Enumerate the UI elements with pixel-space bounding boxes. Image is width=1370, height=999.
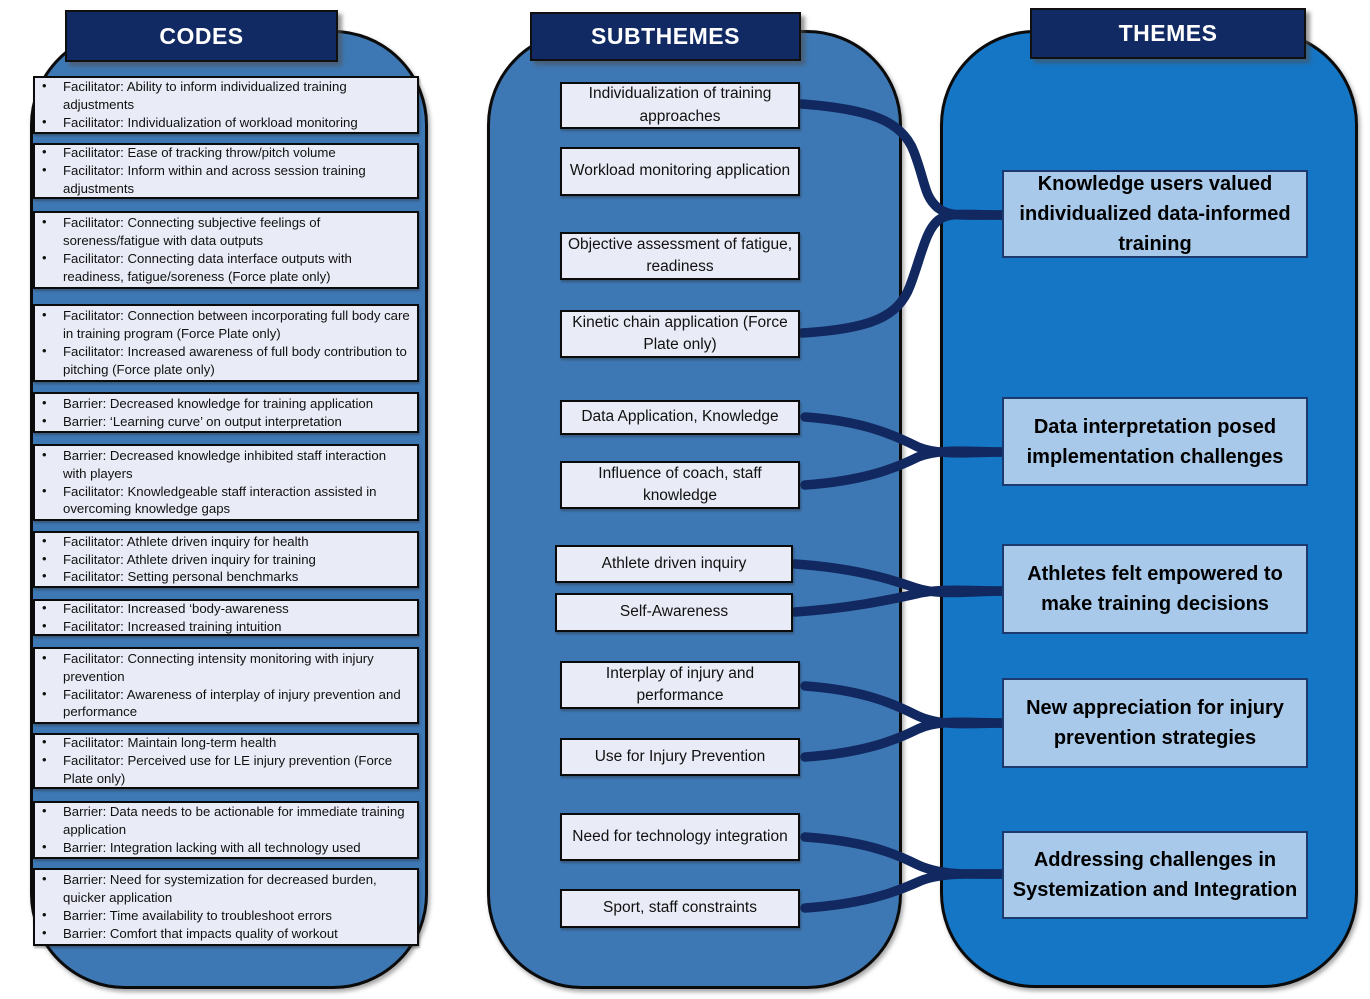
theme-systemization-integration: Addressing challenges in Systemization a… <box>1002 831 1308 919</box>
subtheme-interplay-injury-performance: Interplay of injury and performance <box>560 661 800 709</box>
code-item: Barrier: Comfort that impacts quality of… <box>37 924 413 943</box>
subtheme-label: Interplay of injury and performance <box>605 664 755 704</box>
subtheme-use-for-injury-prevention: Use for Injury Prevention <box>560 738 800 776</box>
code-item: Facilitator: Individualization of worklo… <box>37 113 413 132</box>
code-box-intensity-monitoring: Facilitator: Connecting intensity monito… <box>33 647 419 724</box>
code-item: Facilitator: Increased awareness of full… <box>37 342 413 379</box>
subtheme-self-awareness: Self-Awareness <box>555 593 793 632</box>
code-box-systemization: Barrier: Need for systemization for decr… <box>33 868 419 946</box>
code-item: Facilitator: Increased ‘body-awareness <box>37 599 413 618</box>
code-box-body-awareness: Facilitator: Increased ‘body-awareness F… <box>33 599 419 636</box>
code-item: Facilitator: Connection between incorpor… <box>37 306 413 343</box>
subtheme-label: Workload monitoring application <box>569 162 791 180</box>
codes-header-label: CODES <box>159 22 244 49</box>
code-box-decreased-knowledge: Barrier: Decreased knowledge for trainin… <box>33 392 419 433</box>
theme-knowledge-users: Knowledge users valued individualized da… <box>1002 170 1308 258</box>
subtheme-workload-monitoring: Workload monitoring application <box>560 147 800 196</box>
theme-label: Athletes felt empowered to make training… <box>1027 563 1283 615</box>
code-item: Barrier: Integration lacking with all te… <box>37 838 413 857</box>
subtheme-data-application: Data Application, Knowledge <box>560 400 800 435</box>
theme-label: Data interpretation posed implementation… <box>1026 415 1284 468</box>
code-item: Barrier: Time availability to troublesho… <box>37 906 413 925</box>
subtheme-influence-of-coach: Influence of coach, staff knowledge <box>560 461 800 509</box>
codes-header: CODES <box>65 10 338 62</box>
code-box-tracking-volume: Facilitator: Ease of tracking throw/pitc… <box>33 143 419 199</box>
code-box-long-term-health: Facilitator: Maintain long-term health F… <box>33 733 419 789</box>
code-item: Facilitator: Maintain long-term health <box>37 733 413 752</box>
theme-label: Addressing challenges in Systemization a… <box>1012 849 1298 901</box>
subtheme-sport-staff-constraints: Sport, staff constraints <box>560 889 800 928</box>
subtheme-label: Use for Injury Prevention <box>594 747 766 765</box>
subthemes-header-label: SUBTHEMES <box>591 23 740 49</box>
subtheme-individualization: Individualization of training approaches <box>560 82 800 129</box>
code-box-actionable-data: Barrier: Data needs to be actionable for… <box>33 801 419 859</box>
subtheme-athlete-driven-inquiry: Athlete driven inquiry <box>555 545 793 583</box>
code-item: Barrier: ‘Learning curve’ on output inte… <box>37 412 413 431</box>
themes-header: THEMES <box>1030 8 1306 59</box>
subtheme-technology-integration: Need for technology integration <box>560 813 800 861</box>
code-item: Barrier: Need for systemization for decr… <box>37 870 413 907</box>
code-item: Facilitator: Increased training intuitio… <box>37 617 413 636</box>
code-item: Barrier: Decreased knowledge for trainin… <box>37 394 413 413</box>
themes-header-label: THEMES <box>1118 20 1218 46</box>
subthemes-header: SUBTHEMES <box>530 12 801 61</box>
code-item: Facilitator: Ability to inform individua… <box>37 77 413 114</box>
code-item: Barrier: Decreased knowledge inhibited s… <box>37 446 413 483</box>
code-item: Facilitator: Setting personal benchmarks <box>37 567 413 586</box>
theme-data-interpretation: Data interpretation posed implementation… <box>1002 397 1308 486</box>
code-item: Facilitator: Awareness of interplay of i… <box>37 685 413 722</box>
subtheme-label: Sport, staff constraints <box>603 899 757 917</box>
subtheme-label: Influence of coach, staff knowledge <box>598 464 762 504</box>
code-item: Facilitator: Connecting intensity monito… <box>37 649 413 686</box>
code-item: Facilitator: Athlete driven inquiry for … <box>37 532 413 551</box>
subtheme-label: Objective assessment of fatigue, readine… <box>568 235 793 275</box>
code-box-staff-interaction: Barrier: Decreased knowledge inhibited s… <box>33 444 419 521</box>
code-box-subjective-feelings: Facilitator: Connecting subjective feeli… <box>33 211 419 289</box>
theme-injury-prevention-appreciation: New appreciation for injury prevention s… <box>1002 678 1308 768</box>
subtheme-label: Need for technology integration <box>572 827 788 845</box>
code-box-full-body-care: Facilitator: Connection between incorpor… <box>33 304 419 382</box>
code-box-individualized-training: Facilitator: Ability to inform individua… <box>33 76 419 134</box>
code-item: Facilitator: Connecting subjective feeli… <box>37 213 413 250</box>
subtheme-label: Kinetic chain application (Force Plate o… <box>572 313 788 353</box>
theme-label: New appreciation for injury prevention s… <box>1026 697 1284 749</box>
code-item: Facilitator: Athlete driven inquiry for … <box>37 550 413 569</box>
code-box-athlete-inquiry: Facilitator: Athlete driven inquiry for … <box>33 531 419 588</box>
subtheme-label: Data Application, Knowledge <box>581 408 779 426</box>
theme-label: Knowledge users valued individualized da… <box>1019 173 1291 255</box>
theme-athletes-empowered: Athletes felt empowered to make training… <box>1002 544 1308 634</box>
subtheme-kinetic-chain: Kinetic chain application (Force Plate o… <box>560 310 800 358</box>
code-item: Facilitator: Knowledgeable staff interac… <box>37 482 413 519</box>
code-item: Facilitator: Inform within and across se… <box>37 161 413 198</box>
code-item: Facilitator: Connecting data interface o… <box>37 249 413 286</box>
subtheme-label: Athlete driven inquiry <box>601 554 747 572</box>
subtheme-objective-assessment: Objective assessment of fatigue, readine… <box>560 232 800 280</box>
code-item: Barrier: Data needs to be actionable for… <box>37 802 413 839</box>
code-item: Facilitator: Perceived use for LE injury… <box>37 751 413 788</box>
subtheme-label: Self-Awareness <box>619 603 729 621</box>
code-item: Facilitator: Ease of tracking throw/pitc… <box>37 143 413 162</box>
subtheme-label: Individualization of training approaches <box>588 85 772 125</box>
